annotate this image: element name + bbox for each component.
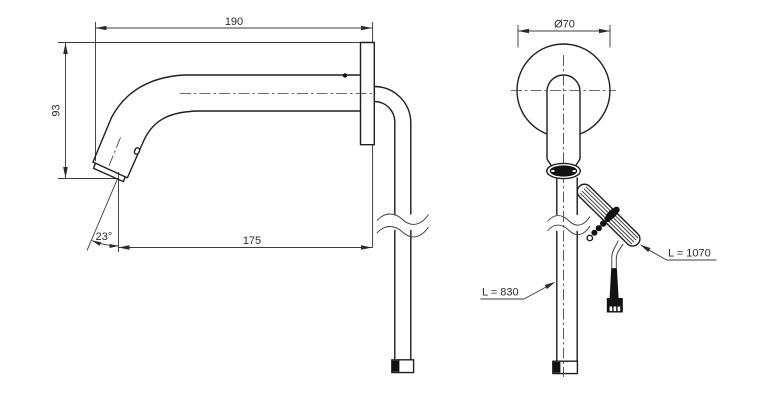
supply-pipe	[373, 85, 429, 374]
label-hose-length: L = 830	[480, 281, 556, 300]
arrowhead-icon	[118, 245, 130, 250]
arrowhead-icon	[639, 244, 651, 252]
front-view: Ø70	[480, 19, 717, 377]
pipe-inner-wall	[373, 100, 396, 215]
bead	[613, 206, 620, 213]
aerator-face	[549, 165, 578, 177]
dimension-flange-diameter: Ø70	[517, 19, 611, 48]
bead	[604, 215, 611, 223]
bead-ring	[586, 234, 594, 242]
break-line	[376, 213, 429, 225]
outlet-face	[92, 161, 128, 179]
connector-pin	[613, 306, 617, 312]
arrowhead-icon	[544, 281, 556, 290]
spout-top-edge	[92, 74, 362, 163]
arrowhead-icon	[361, 25, 372, 31]
aerator-highlight	[572, 170, 576, 172]
side-view: 190 93 175 23°	[51, 16, 429, 374]
arrowhead-icon	[63, 43, 68, 54]
arrowhead-icon	[92, 240, 102, 246]
bead	[600, 220, 607, 227]
sensor-cable	[576, 183, 641, 313]
cable-connector	[606, 298, 623, 313]
break-line	[547, 215, 591, 226]
arrowhead-icon	[361, 245, 372, 250]
aerator-lip	[92, 163, 126, 183]
wall-flange	[359, 22, 376, 248]
connector-pin	[617, 306, 621, 312]
arrowhead-icon	[109, 244, 119, 248]
dim-projection-value: 175	[243, 235, 261, 247]
label-cable-length: L = 1070	[639, 244, 717, 261]
sensor-window	[133, 147, 141, 155]
hose-break-symbol	[547, 215, 591, 236]
angle-leg-line	[86, 179, 118, 251]
pipe-fitting	[391, 359, 415, 374]
spout	[92, 73, 374, 183]
arrowhead-icon	[518, 28, 529, 34]
cable-length-value: L = 1070	[668, 248, 711, 260]
dimension-height: 93	[51, 42, 360, 179]
hose-length-value: L = 830	[482, 287, 519, 299]
dimension-spout-reach: 190	[95, 16, 372, 161]
arrowhead-icon	[63, 167, 68, 178]
connector-pin	[609, 306, 613, 312]
break-line	[547, 224, 591, 236]
set-screw-dot	[342, 73, 348, 78]
fitting-nut	[392, 360, 400, 372]
wire-edge	[611, 240, 619, 269]
hose-fitting	[552, 360, 579, 375]
outlet-center-line	[107, 137, 121, 170]
break-line	[376, 226, 429, 238]
wire-sheath	[609, 268, 619, 298]
wire-edge	[615, 243, 624, 269]
dimension-projection: 175	[118, 172, 372, 252]
bead	[595, 225, 602, 232]
dim-flange-diameter-value: Ø70	[554, 19, 575, 31]
bead	[591, 229, 598, 236]
bead	[608, 211, 616, 218]
arrowhead-icon	[599, 28, 610, 34]
pipe-break-symbol	[376, 213, 429, 238]
dimension-outlet-angle: 23°	[86, 179, 119, 251]
fitting-nut	[553, 362, 561, 373]
pipe-outer-wall	[373, 85, 412, 215]
dim-height-value: 93	[51, 104, 63, 116]
aerator	[546, 162, 582, 180]
dim-outlet-angle-value: 23°	[96, 231, 113, 243]
arrowhead-icon	[95, 25, 107, 31]
dim-spout-reach-value: 190	[225, 16, 243, 28]
aerator-highlight	[551, 170, 555, 172]
supply-hose	[547, 177, 591, 375]
spout-bottom-edge	[126, 110, 362, 179]
